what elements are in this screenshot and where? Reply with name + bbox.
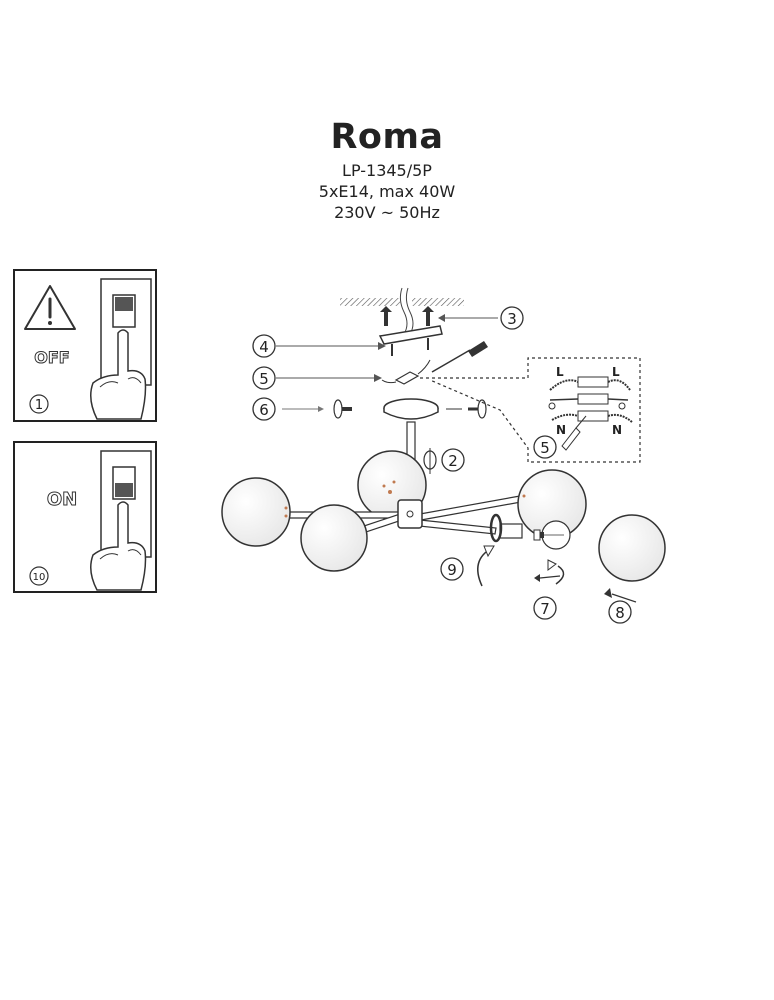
rotate-icon bbox=[423, 448, 437, 474]
center-hub bbox=[397, 499, 423, 529]
svg-text:5: 5 bbox=[259, 370, 269, 388]
step-4-marker: 4 bbox=[252, 334, 276, 358]
canopy bbox=[383, 398, 439, 420]
off-label: OFF bbox=[34, 348, 69, 367]
step-1-circle bbox=[29, 394, 49, 414]
bulb-icon bbox=[533, 520, 571, 550]
hand-icon bbox=[90, 329, 147, 420]
step-1-label: 1 bbox=[35, 398, 43, 413]
live-right-label: L bbox=[612, 365, 620, 379]
hand-icon bbox=[90, 501, 147, 591]
wire-connector bbox=[381, 359, 431, 385]
step-10-label: 10 bbox=[33, 572, 46, 583]
svg-text:2: 2 bbox=[448, 452, 458, 470]
rotate-icon bbox=[534, 559, 565, 585]
power-spec: 230V ~ 50Hz bbox=[334, 203, 440, 222]
neutral-left-label: N bbox=[556, 423, 566, 437]
svg-text:7: 7 bbox=[540, 600, 550, 618]
warning-icon bbox=[24, 285, 76, 330]
step-6-marker: 6 bbox=[252, 397, 276, 421]
mounting-bracket bbox=[378, 306, 443, 356]
arrow-icon bbox=[604, 588, 637, 603]
live-left-label: L bbox=[556, 365, 564, 379]
svg-text:5: 5 bbox=[540, 439, 550, 457]
globe-loose bbox=[598, 514, 666, 582]
power-off-panel: OFF 1 bbox=[13, 269, 157, 422]
power-on-panel: ON 10 bbox=[13, 441, 157, 593]
ceiling bbox=[340, 287, 464, 335]
wiring-detail: L L N N bbox=[420, 357, 641, 463]
step-9-marker: 9 bbox=[440, 557, 464, 581]
step-5-wiring-marker: 5 bbox=[533, 435, 557, 459]
canopy-screws bbox=[282, 399, 487, 419]
rotate-icon bbox=[477, 545, 495, 587]
svg-text:8: 8 bbox=[615, 604, 625, 622]
step-8-marker: 8 bbox=[608, 600, 632, 624]
power-off-illustration: OFF 1 bbox=[24, 278, 152, 420]
step-7-marker: 7 bbox=[533, 596, 557, 620]
step-3-marker: 3 bbox=[500, 306, 524, 330]
on-label: ON bbox=[47, 489, 77, 510]
power-on-illustration: ON 10 bbox=[29, 450, 152, 591]
bulb-spec: 5xE14, max 40W bbox=[318, 182, 456, 201]
step-5-marker: 5 bbox=[252, 366, 276, 390]
step-2-marker: 2 bbox=[441, 448, 465, 472]
product-title: Roma bbox=[330, 117, 444, 157]
globe-front-left bbox=[300, 504, 368, 572]
socket bbox=[489, 513, 523, 543]
svg-text:9: 9 bbox=[447, 561, 457, 579]
callout-lines bbox=[276, 314, 498, 382]
model-number: LP-1345/5P bbox=[342, 161, 432, 180]
step-10-circle bbox=[29, 566, 49, 586]
globe-left bbox=[221, 477, 291, 547]
svg-text:4: 4 bbox=[259, 338, 269, 356]
svg-text:3: 3 bbox=[507, 310, 517, 328]
screwdriver-icon bbox=[431, 341, 488, 373]
svg-text:6: 6 bbox=[259, 401, 269, 419]
neutral-right-label: N bbox=[612, 423, 622, 437]
